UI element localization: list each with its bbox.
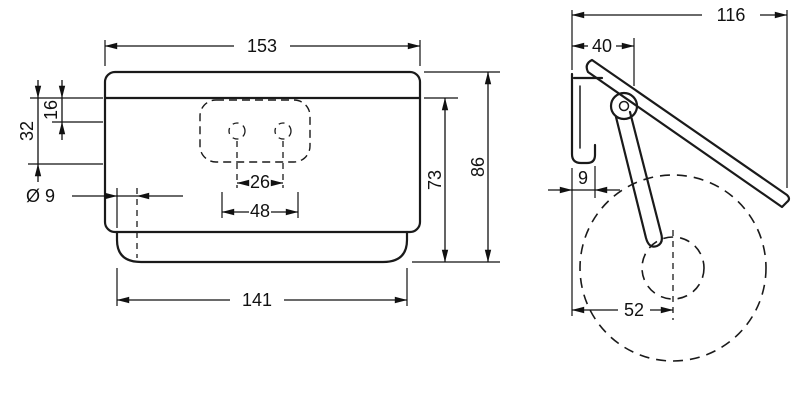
dim-height-inner: 73 [424, 97, 458, 263]
front-view: 153 141 86 73 [17, 36, 500, 310]
dim-width-top: 153 [104, 36, 421, 66]
dim-edge-offset: 16 [30, 80, 103, 140]
wall-bracket [570, 72, 604, 165]
dim-height-total: 86 [412, 71, 500, 263]
cover-flap [585, 58, 791, 209]
dim-edge-offset-label: 16 [41, 100, 61, 120]
dim-height-inner-label: 73 [425, 170, 445, 190]
dim-cover-length: 40 [571, 36, 635, 86]
dim-hole-diameter-label: Ø 9 [26, 186, 55, 206]
dim-width-top-label: 153 [247, 36, 277, 56]
dim-hole-offset: 32 [17, 80, 103, 182]
dim-roll-offset: 52 [571, 230, 674, 320]
dim-slot-width-label: 48 [250, 201, 270, 221]
dim-roll-offset-label: 52 [624, 300, 644, 320]
roll-bar [115, 230, 409, 264]
dim-hole-spacing-label: 26 [250, 172, 270, 192]
side-view: 116 40 9 52 [548, 5, 791, 362]
screw-hole-left [228, 122, 246, 140]
dim-depth-total-label: 116 [717, 5, 746, 25]
mounting-plate-hidden [199, 99, 311, 163]
pivot-pin [618, 100, 630, 112]
paper-roll-outline [579, 174, 767, 362]
dim-bracket-thickness: 9 [548, 166, 620, 316]
dim-slot-width: 48 [221, 192, 299, 221]
dim-width-bottom-label: 141 [242, 290, 272, 310]
paper-roll-core [641, 236, 705, 300]
dim-hole-diameter: Ø 9 [26, 186, 183, 228]
dim-bracket-thickness-label: 9 [578, 168, 588, 188]
dim-hole-spacing: 26 [236, 172, 284, 192]
pivot-circle [609, 91, 639, 121]
dim-cover-length-label: 40 [592, 36, 612, 56]
dim-width-bottom: 141 [116, 268, 408, 310]
body-outline [103, 70, 422, 234]
screw-hole-right [274, 122, 292, 140]
dim-depth-total: 116 [571, 5, 788, 188]
dim-height-total-label: 86 [468, 157, 488, 177]
dim-hole-offset-label: 32 [17, 121, 37, 141]
roll-arm [614, 110, 663, 248]
